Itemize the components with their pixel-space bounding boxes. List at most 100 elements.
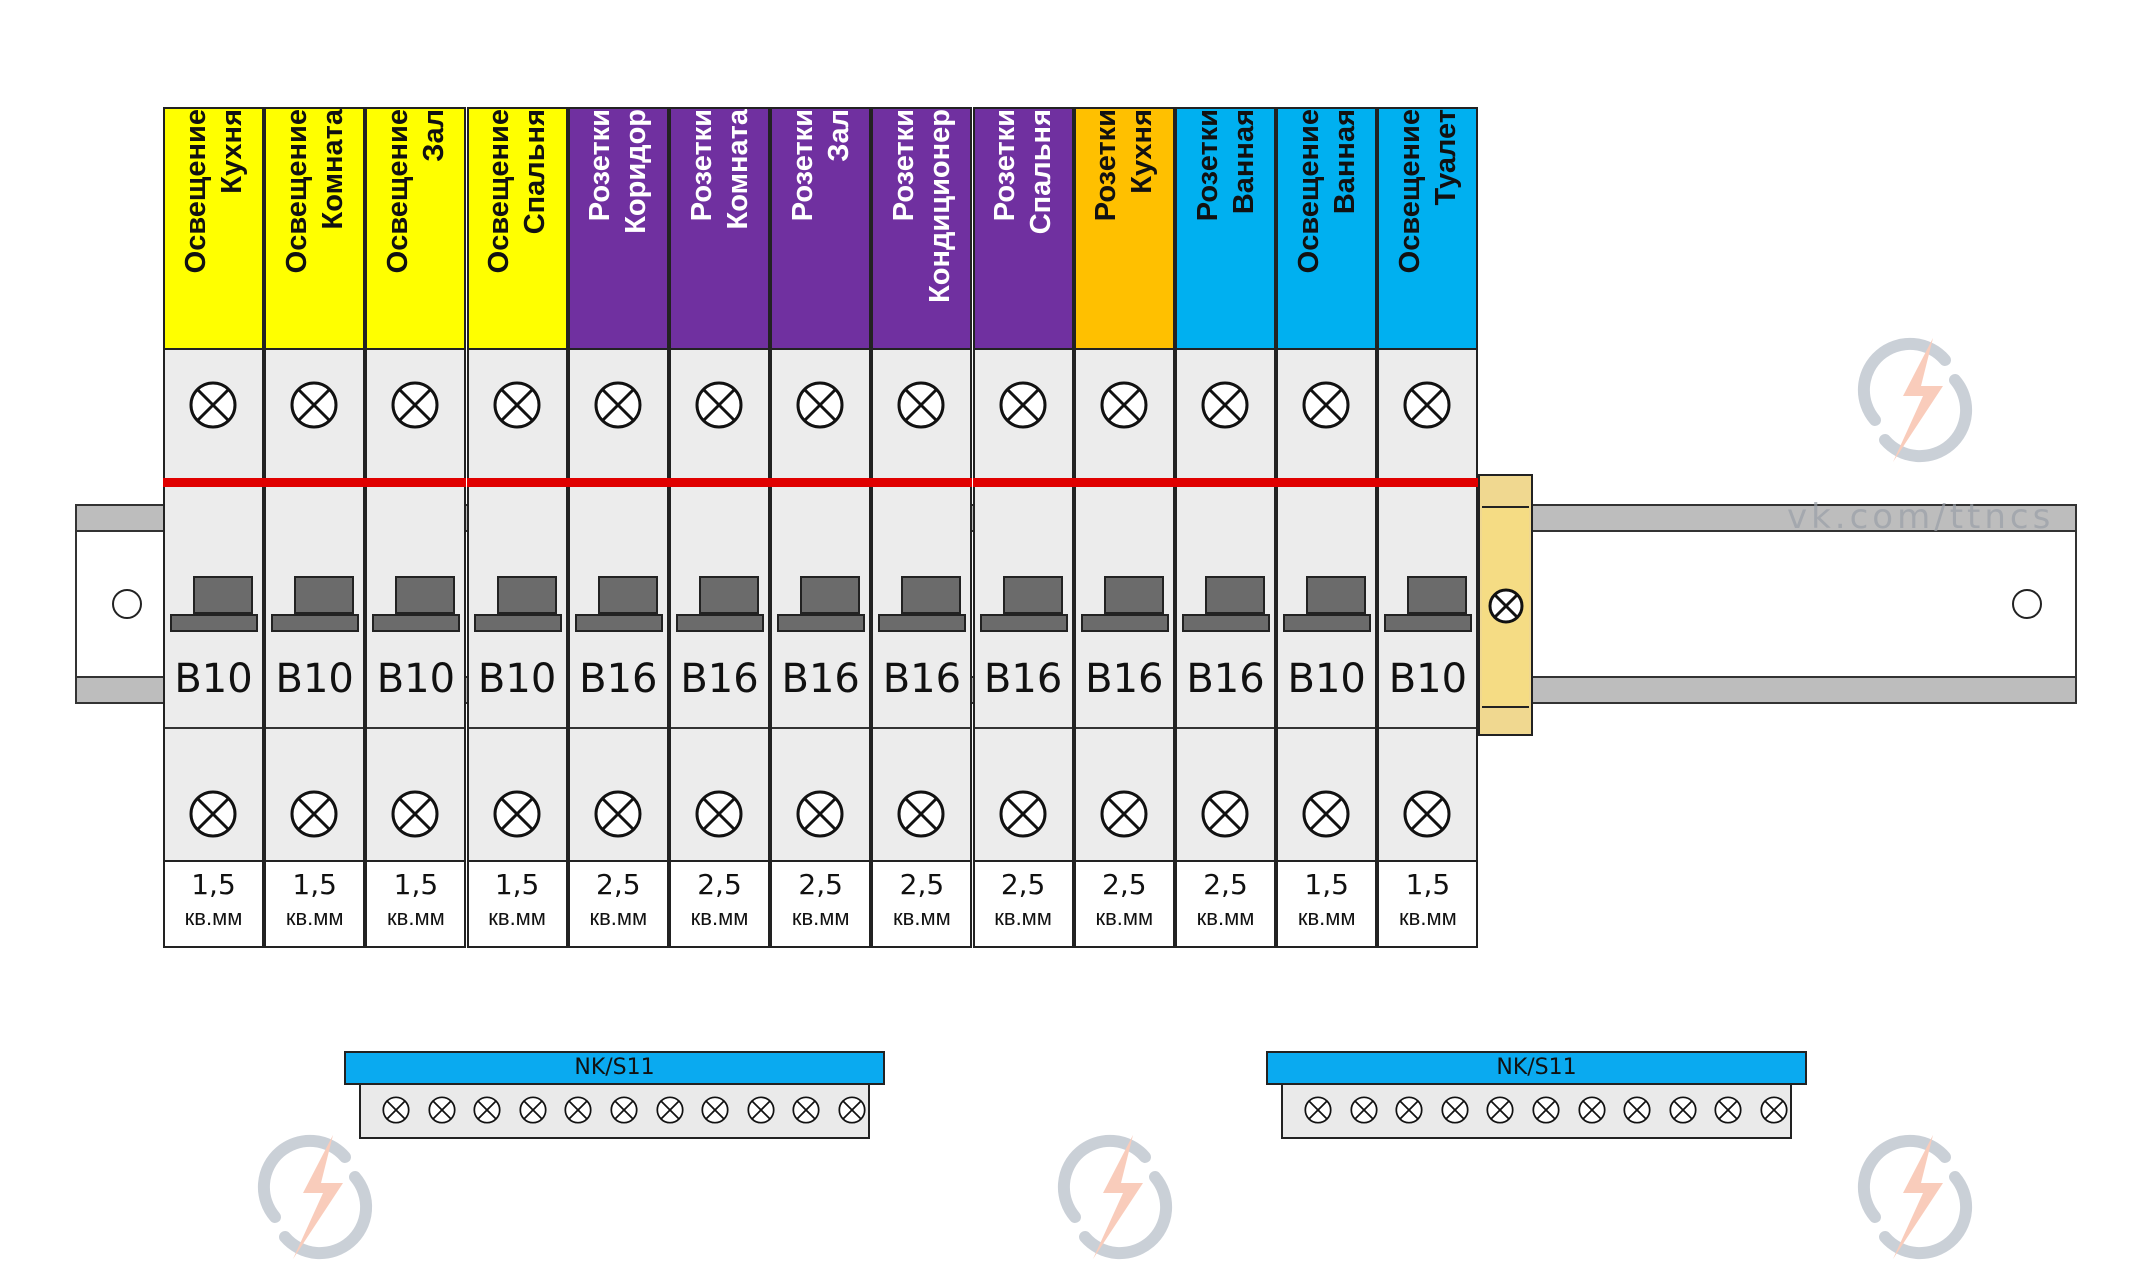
breaker-toggle-lever[interactable]	[496, 576, 557, 614]
breaker-toggle-lever[interactable]	[1407, 576, 1468, 614]
phase-busbar	[1175, 478, 1276, 487]
breaker-toggle-lever[interactable]	[395, 576, 456, 614]
bottom-terminal-screw-icon	[391, 790, 439, 838]
breaker-rating: B10	[1287, 656, 1366, 702]
wire-size-value: 1,5	[1405, 868, 1451, 901]
breaker-toggle-base	[1182, 614, 1270, 632]
breaker-body: B10	[163, 350, 264, 862]
neutral-terminal-screw-icon	[1623, 1096, 1651, 1124]
breaker-toggle-lever[interactable]	[1002, 576, 1063, 614]
bottom-terminal-screw-icon	[290, 790, 338, 838]
phase-busbar	[770, 478, 872, 487]
breaker-toggle-lever[interactable]	[699, 576, 759, 614]
bottom-terminal-screw-icon	[695, 790, 743, 838]
breaker-rating: B16	[983, 656, 1063, 702]
neutral-terminal-screw-icon	[1532, 1096, 1560, 1124]
wire-size-value: 1,5	[292, 868, 337, 901]
neutral-terminal-screw-icon	[1714, 1096, 1742, 1124]
breaker-toggle-lever[interactable]	[597, 576, 658, 614]
breaker-label-line1: Освещение	[1292, 108, 1325, 273]
breaker-label-line2: Зал	[822, 108, 855, 162]
wire-size-cell: 1,5 кв.мм	[1377, 862, 1479, 948]
breaker-toggle-base	[1283, 614, 1372, 632]
watermark-text: vk.com/ttncs	[1787, 497, 2055, 537]
breaker-divider	[1075, 727, 1173, 729]
breaker-toggle-lever[interactable]	[901, 576, 962, 614]
breaker-label-line1: Освещение	[483, 108, 516, 273]
breaker-toggle-base	[979, 614, 1068, 632]
watermark-logo-icon	[1045, 1127, 1185, 1267]
breaker-toggle-lever[interactable]	[294, 576, 355, 614]
breaker-rating: B10	[275, 656, 354, 702]
breaker-divider	[165, 727, 262, 729]
wire-size-unit: кв.мм	[893, 905, 951, 930]
breaker-label-line2: Кондиционер	[923, 108, 956, 303]
wire-size-unit: кв.мм	[488, 905, 546, 930]
breaker-label-line2: Туалет	[1429, 108, 1462, 205]
bottom-terminal-screw-icon	[1302, 790, 1350, 838]
bottom-terminal-screw-icon	[1403, 790, 1451, 838]
phase-busbar	[1073, 478, 1175, 487]
breaker-toggle-lever[interactable]	[193, 576, 253, 614]
wire-size-value: 1,5	[191, 868, 236, 901]
breaker-label-line1: Розетки	[887, 108, 920, 221]
phase-busbar	[567, 478, 669, 487]
neutral-terminal-screw-icon	[838, 1096, 866, 1124]
neutral-terminal-screw-icon	[1304, 1096, 1332, 1124]
breaker-label-line1: Освещение	[280, 108, 313, 273]
top-terminal-screw-icon	[999, 381, 1047, 429]
neutral-terminal-screw-icon	[1395, 1096, 1423, 1124]
wire-size-unit: кв.мм	[1399, 905, 1457, 930]
top-terminal-screw-icon	[290, 381, 338, 429]
bottom-terminal-screw-icon	[189, 790, 237, 838]
neutral-bar-label: NK/S11	[344, 1051, 885, 1085]
breaker-body: B16	[567, 350, 669, 862]
breaker-toggle-lever[interactable]	[800, 576, 861, 614]
top-terminal-screw-icon	[594, 381, 642, 429]
breaker-label-line1: Розетки	[584, 108, 617, 221]
breaker-divider	[671, 727, 768, 729]
breaker-toggle-lever[interactable]	[1103, 576, 1164, 614]
neutral-terminal-screw-icon	[1578, 1096, 1606, 1124]
breaker-toggle-lever[interactable]	[1306, 576, 1367, 614]
breaker-body: B10	[1377, 350, 1479, 862]
breaker-label-line1: Розетки	[685, 108, 718, 221]
phase-busbar	[871, 478, 973, 487]
breaker-label-line2: Комната	[721, 108, 754, 229]
rail-mounting-hole-left	[112, 589, 142, 619]
neutral-terminal-screw-icon	[1441, 1096, 1469, 1124]
neutral-terminal-screw-icon	[701, 1096, 729, 1124]
neutral-terminal-screw-icon	[747, 1096, 775, 1124]
breaker-toggle-base	[676, 614, 764, 632]
breaker-toggle-lever[interactable]	[1205, 576, 1265, 614]
breaker-body: B10	[365, 350, 467, 862]
breaker-rating: B10	[174, 656, 253, 702]
phase-busbar	[466, 478, 568, 487]
top-terminal-screw-icon	[1302, 381, 1350, 429]
breaker-divider	[974, 727, 1072, 729]
breaker-toggle-base	[372, 614, 461, 632]
bottom-terminal-screw-icon	[796, 790, 844, 838]
breaker-divider	[1177, 727, 1274, 729]
neutral-terminal-screw-icon	[792, 1096, 820, 1124]
breaker-label-line1: Розетки	[989, 108, 1022, 221]
breaker-body: B16	[1073, 350, 1175, 862]
breaker-rating: B16	[1186, 656, 1265, 702]
